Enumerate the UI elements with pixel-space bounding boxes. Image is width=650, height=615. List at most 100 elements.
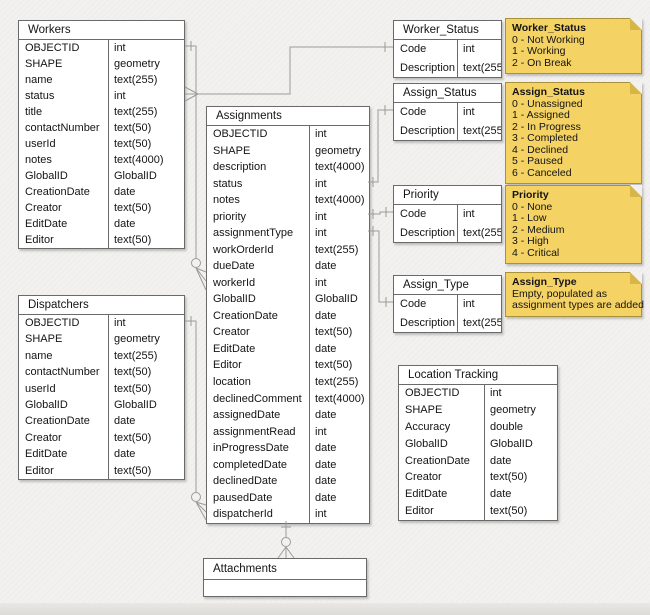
field-type: int xyxy=(309,506,369,523)
field-name: inProgressDate xyxy=(213,442,289,455)
field-type: date xyxy=(309,440,369,457)
field-name: title xyxy=(25,106,43,118)
field-type: text(50) xyxy=(108,120,184,136)
note-title: Assign_Status xyxy=(512,86,585,98)
field-type: date xyxy=(108,184,184,200)
table-title: Attachments xyxy=(204,559,366,580)
field-name: EditDate xyxy=(405,488,448,501)
field-name: GlobalID xyxy=(25,170,68,182)
note-line: 4 - Declined xyxy=(512,143,569,156)
field-row: EditDate date xyxy=(399,486,557,504)
field-name: EditDate xyxy=(25,218,68,230)
field-type: GlobalID xyxy=(484,435,557,453)
field-type: double xyxy=(484,418,557,436)
crows-foot-many-icon xyxy=(195,501,207,521)
field-type: geometry xyxy=(108,56,184,72)
note-line: 0 - Not Working xyxy=(512,33,585,46)
field-name: Description xyxy=(400,316,456,329)
note-fold-icon xyxy=(630,82,642,94)
field-name: assignedDate xyxy=(213,409,281,422)
note-fold-icon xyxy=(630,272,642,284)
field-type: text(4000) xyxy=(309,192,369,209)
field-type: text(255) xyxy=(457,58,501,77)
field-type: geometry xyxy=(484,401,557,419)
field-name: Editor xyxy=(25,464,54,477)
field-name: notes xyxy=(213,194,240,207)
field-type: text(50) xyxy=(108,429,184,447)
field-name: Code xyxy=(400,208,427,220)
one-tick-icon xyxy=(372,226,387,307)
table-title: Workers xyxy=(19,21,184,40)
field-name: contactNumber xyxy=(25,122,100,134)
note-line: 5 - Paused xyxy=(512,155,563,167)
field-type: int xyxy=(309,175,369,193)
field-name: pausedDate xyxy=(213,491,273,504)
field-type: date xyxy=(484,486,557,504)
field-type: text(255) xyxy=(457,121,501,140)
field-name: EditDate xyxy=(25,448,68,461)
field-name: GlobalID xyxy=(213,293,256,306)
field-name: Creator xyxy=(25,202,62,214)
table-title: Assignments xyxy=(207,107,369,126)
note-fold-icon xyxy=(630,18,642,30)
field-name: Editor xyxy=(213,359,242,372)
field-name: workOrderId xyxy=(213,243,274,256)
field-name: EditDate xyxy=(213,342,256,355)
note-line: 2 - In Progress xyxy=(512,120,581,133)
field-name: Code xyxy=(400,106,427,118)
field-row: notes text(4000) xyxy=(207,192,369,209)
table-title: Dispatchers xyxy=(19,296,184,315)
field-type: date xyxy=(108,413,184,430)
field-type: int xyxy=(108,315,184,332)
field-type: int xyxy=(309,274,369,292)
field-type: text(255) xyxy=(108,347,184,365)
field-type: text(50) xyxy=(108,232,184,248)
field-name: OBJECTID xyxy=(405,387,460,399)
entity-table-attachments[interactable]: Attachments xyxy=(203,558,367,597)
zero-circle-icon xyxy=(191,258,201,268)
field-name: OBJECTID xyxy=(213,128,268,140)
field-type: text(50) xyxy=(484,469,557,487)
field-type: text(255) xyxy=(309,373,369,391)
canvas-bottom-edge xyxy=(0,603,650,615)
table-title: Location Tracking xyxy=(399,366,557,385)
note-line: 4 - Critical xyxy=(512,246,560,259)
field-name: declinedComment xyxy=(213,392,302,405)
field-name: status xyxy=(25,90,55,102)
field-type: text(4000) xyxy=(309,159,369,176)
crows-foot-many-icon xyxy=(184,86,199,102)
note-line: 2 - Medium xyxy=(512,223,565,236)
field-type: GlobalID xyxy=(108,168,184,184)
connector-assignments-to-attachments xyxy=(277,521,295,559)
field-name: description xyxy=(213,161,267,174)
field-type: int xyxy=(457,295,501,314)
field-name: GlobalID xyxy=(25,398,68,411)
